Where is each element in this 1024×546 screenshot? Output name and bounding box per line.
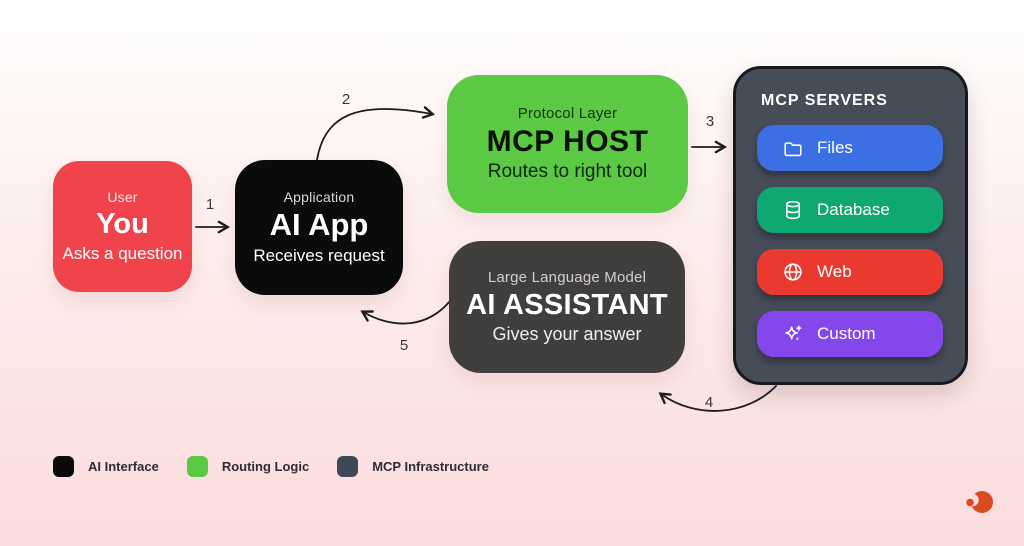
mcp-servers-title: MCP SERVERS <box>761 92 888 109</box>
step-label-4: 4 <box>704 394 714 411</box>
node-user-subtitle: Asks a question <box>62 243 183 263</box>
legend-swatch-ai-interface <box>53 456 74 477</box>
legend-item-ai-interface: AI Interface <box>53 456 159 477</box>
arrow-step-5 <box>360 300 451 325</box>
step-label-1: 1 <box>205 196 215 213</box>
globe-icon <box>782 261 804 283</box>
server-button-custom[interactable]: Custom <box>757 311 943 357</box>
node-ai-assistant-title: AI ASSISTANT <box>466 288 668 321</box>
step-label-5: 5 <box>399 337 409 354</box>
server-button-web[interactable]: Web <box>757 249 943 295</box>
server-button-database[interactable]: Database <box>757 187 943 233</box>
node-ai-assistant-kicker: Large Language Model <box>487 268 647 286</box>
node-mcp-host-subtitle: Routes to right tool <box>487 161 648 183</box>
database-icon <box>782 199 804 221</box>
node-mcp-host: Protocol Layer MCP HOST Routes to right … <box>447 75 688 213</box>
node-ai-app-title: AI App <box>269 207 369 243</box>
step-label-2: 2 <box>341 91 351 108</box>
legend-label-routing-logic: Routing Logic <box>221 459 310 474</box>
legend-item-mcp-infrastructure: MCP Infrastructure <box>337 456 489 477</box>
node-ai-app-subtitle: Receives request <box>253 245 385 265</box>
legend-swatch-routing-logic <box>186 456 208 477</box>
node-user-title: You <box>96 208 149 241</box>
node-mcp-host-title: MCP HOST <box>486 124 649 158</box>
step-label-3: 3 <box>705 113 715 130</box>
server-button-files[interactable]: Files <box>757 125 943 171</box>
node-ai-app-kicker: Application <box>283 189 355 206</box>
sparkles-icon <box>782 323 804 345</box>
server-label-database: Database <box>817 200 890 219</box>
server-label-files: Files <box>817 138 853 157</box>
node-user: User You Asks a question <box>53 161 192 292</box>
legend-swatch-mcp-infrastructure <box>337 456 359 477</box>
node-mcp-host-kicker: Protocol Layer <box>517 104 618 122</box>
server-label-custom: Custom <box>817 324 876 343</box>
folder-icon <box>782 137 804 159</box>
arrow-step-4 <box>658 385 777 412</box>
arrow-step-2 <box>316 106 436 161</box>
legend-label-ai-interface: AI Interface <box>88 459 159 474</box>
legend-item-routing-logic: Routing Logic <box>186 456 310 477</box>
node-ai-app: Application AI App Receives request <box>235 160 403 295</box>
node-user-kicker: User <box>107 189 138 206</box>
server-label-web: Web <box>817 262 852 281</box>
node-ai-assistant-subtitle: Gives your answer <box>492 324 642 345</box>
legend: AI Interface Routing Logic MCP Infrastru… <box>53 456 489 477</box>
mcp-servers-panel: MCP SERVERS Files Database <box>733 66 968 385</box>
legend-label-mcp-infrastructure: MCP Infrastructure <box>372 459 489 474</box>
brand-logo <box>963 486 995 518</box>
node-ai-assistant: Large Language Model AI ASSISTANT Gives … <box>449 241 685 373</box>
